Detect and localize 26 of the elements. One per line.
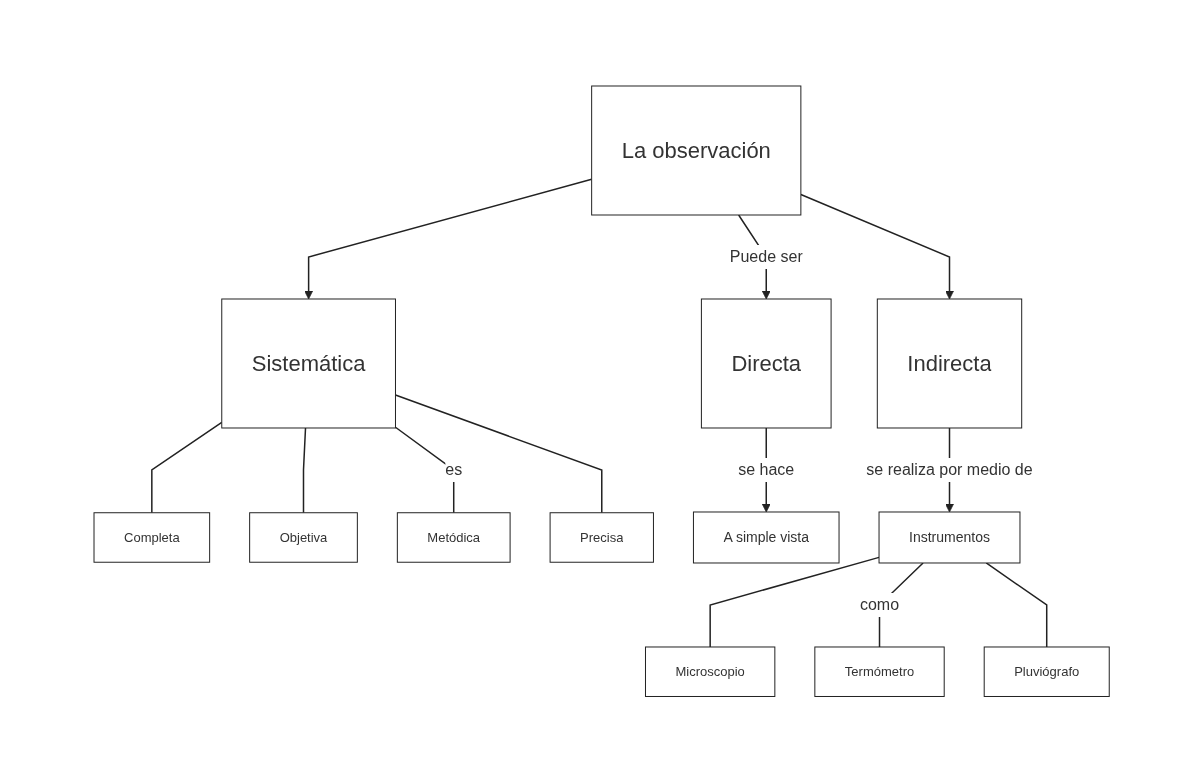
connector: [303, 427, 307, 514]
connector: [709, 556, 881, 648]
node-box: Precisa: [549, 512, 655, 563]
node-box: Completa: [93, 512, 211, 563]
node-box: Metódica: [397, 512, 511, 563]
connector: [395, 394, 603, 514]
node-box: Termómetro: [814, 646, 946, 698]
node-box: Instrumentos: [878, 511, 1021, 564]
connector: [985, 562, 1048, 648]
node-box: Microscopio: [645, 646, 776, 698]
edge-label: es: [445, 461, 463, 479]
edge-label: Puede ser: [730, 248, 804, 266]
node-box: Directa: [701, 298, 832, 429]
arrow: [800, 194, 955, 300]
node-box: Objetiva: [249, 512, 359, 563]
edge-label: se hace: [738, 461, 795, 479]
node-box: La observación: [591, 85, 802, 216]
arrow: [304, 178, 593, 300]
connector: [151, 422, 223, 514]
node-box: Sistemática: [221, 298, 397, 429]
node-box: A simple vista: [693, 511, 840, 564]
connector: [395, 426, 455, 514]
node-box: Indirecta: [877, 298, 1023, 429]
edge-label: como: [860, 596, 900, 614]
edge-label: se realiza por medio de: [866, 461, 1034, 479]
node-box: Pluviógrafo: [984, 646, 1111, 698]
